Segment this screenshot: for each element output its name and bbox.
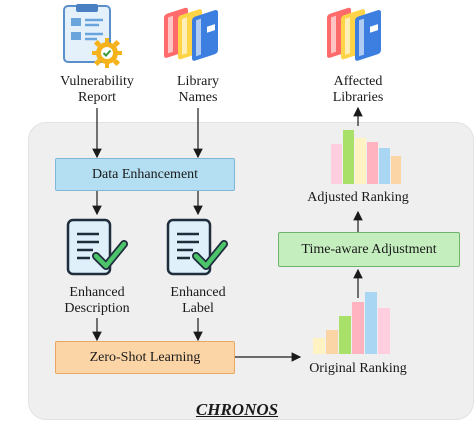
time-aware-adjustment-box: Time-aware Adjustment bbox=[278, 232, 460, 267]
adjusted-ranking-label: Adjusted Ranking bbox=[307, 190, 409, 205]
ranking-bar bbox=[355, 138, 366, 184]
ranking-bar bbox=[343, 130, 354, 184]
library-names-label: Library Names bbox=[177, 74, 219, 105]
ranking-bar bbox=[391, 156, 401, 184]
checklist-icon bbox=[64, 216, 128, 280]
zero-shot-learning-label: Zero-Shot Learning bbox=[89, 349, 201, 365]
enhanced-description-label: Enhanced Description bbox=[64, 285, 130, 316]
ranking-bar bbox=[367, 142, 378, 184]
ranking-bar bbox=[326, 330, 338, 354]
books-icon bbox=[160, 2, 234, 66]
ranking-bar bbox=[313, 338, 325, 354]
original-ranking-label: Original Ranking bbox=[309, 361, 407, 376]
ranking-bar bbox=[352, 302, 364, 354]
enhanced-label-label: Enhanced Label bbox=[170, 285, 226, 316]
time-aware-adjustment-label: Time-aware Adjustment bbox=[301, 241, 437, 257]
ranking-bar bbox=[378, 308, 390, 354]
ranking-bar bbox=[331, 144, 342, 184]
data-enhancement-box: Data Enhancement bbox=[55, 158, 235, 191]
ranking-bar bbox=[365, 292, 377, 354]
checklist-icon bbox=[164, 216, 228, 280]
zero-shot-learning-box: Zero-Shot Learning bbox=[55, 341, 235, 374]
vulnerability-report-label: Vulnerability Report bbox=[60, 74, 134, 105]
ranking-bar bbox=[339, 316, 351, 354]
data-enhancement-label: Data Enhancement bbox=[91, 166, 199, 182]
gear-badge-icon bbox=[92, 38, 122, 68]
chronos-title: CHRONOS bbox=[195, 400, 279, 419]
affected-libraries-label: Affected Libraries bbox=[332, 74, 384, 105]
ranking-bar bbox=[379, 148, 390, 184]
bar-ranking-icon bbox=[331, 130, 401, 184]
bar-ranking-icon bbox=[313, 292, 390, 354]
books-icon bbox=[323, 2, 397, 66]
